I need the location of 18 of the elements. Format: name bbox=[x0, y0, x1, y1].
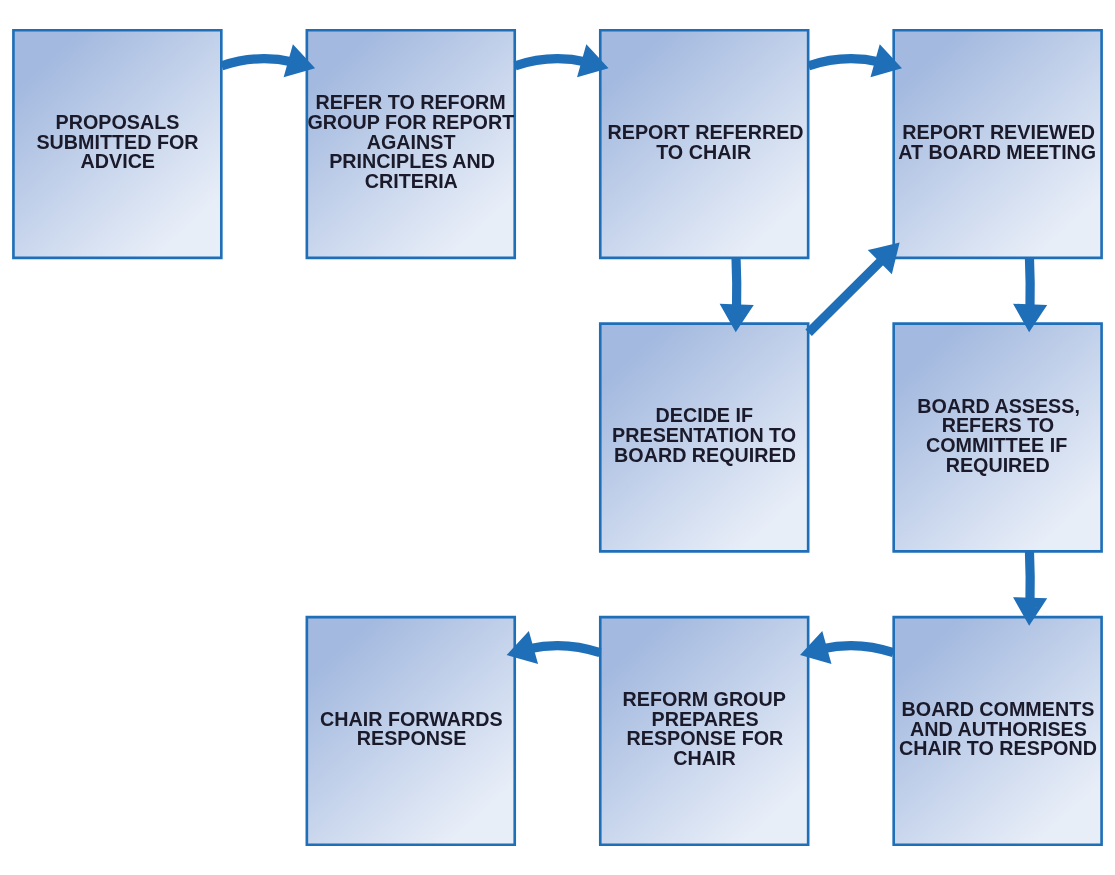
node-box: REPORT REVIEWED AT BOARD MEETING bbox=[892, 28, 1103, 260]
node-box: BOARD ASSESS, REFERS TO COMMITTEE IF REQUIRED bbox=[892, 322, 1103, 553]
node-box: REFORM GROUP PREPARES RESPONSE FOR CHAIR bbox=[598, 615, 810, 847]
node-box: CHAIR FORWARDS RESPONSE bbox=[305, 615, 517, 847]
arrow bbox=[506, 631, 602, 664]
node-box: BOARD COMMENTS AND AUTHORISES CHAIR TO RESPOND bbox=[892, 615, 1103, 847]
node-box: PROPOSALS SUBMITTED FOR ADVICE bbox=[12, 28, 223, 260]
arrow bbox=[719, 258, 754, 333]
arrow bbox=[1013, 551, 1048, 626]
arrow bbox=[1013, 258, 1048, 333]
node-box: REFER TO REFORM GROUP FOR REPORT AGAINST PRINCIPLES AND CRITERIA bbox=[305, 28, 517, 260]
arrow bbox=[805, 242, 900, 336]
node-box: DECIDE IF PRESENTATION TO BOARD REQUIRED bbox=[598, 322, 810, 553]
node-box: REPORT REFERRED TO CHAIR bbox=[598, 28, 810, 260]
arrow bbox=[807, 44, 902, 78]
arrow bbox=[220, 44, 316, 78]
arrow bbox=[800, 631, 895, 664]
arrow bbox=[513, 44, 609, 78]
